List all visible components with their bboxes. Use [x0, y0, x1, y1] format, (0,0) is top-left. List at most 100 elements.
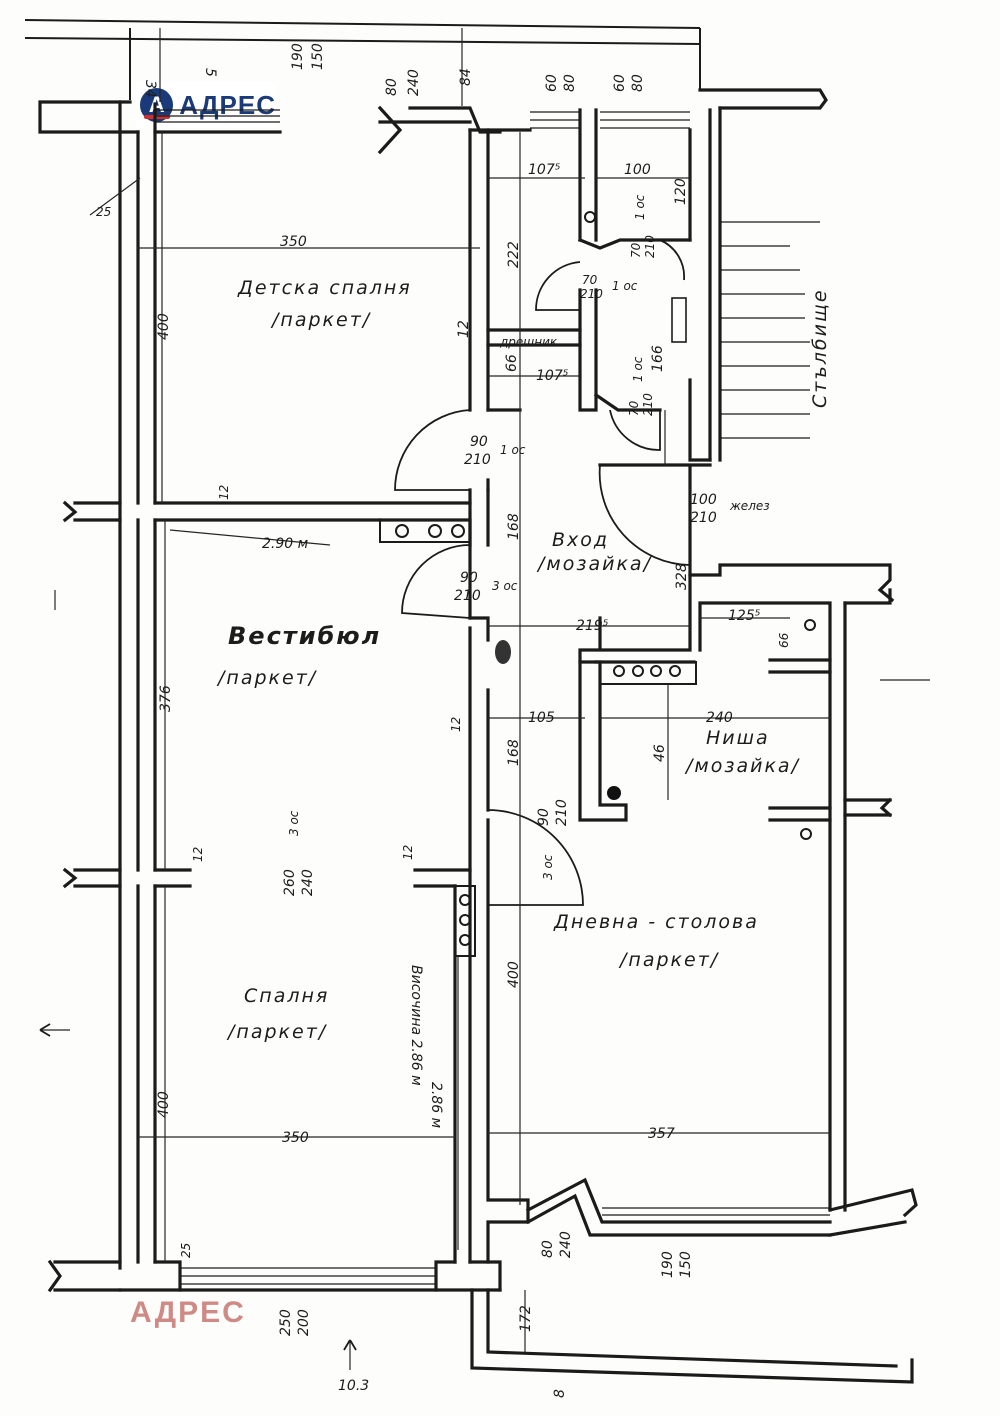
- room-children-bedroom-floor: /паркет/: [270, 309, 372, 331]
- door-wc2-height: 210: [580, 287, 603, 301]
- dim-top-5: 5: [202, 68, 218, 77]
- dim-400-mid: 400: [506, 961, 522, 988]
- door-living-height: 210: [554, 799, 570, 826]
- dim-120: 120: [673, 178, 689, 205]
- door-wc1-height: 210: [643, 235, 657, 258]
- door-wc2-type: 1 ос: [612, 279, 638, 293]
- door-child-width: 90: [470, 434, 488, 450]
- note-width: 2.90 м: [262, 536, 309, 552]
- dim-top-34: 34: [142, 80, 158, 98]
- door-entry-width: 100: [690, 492, 717, 508]
- dim-172: 172: [518, 1305, 534, 1332]
- dim-166: 166: [650, 345, 666, 372]
- dim-12-b: 12: [217, 485, 231, 500]
- room-bedroom-floor: /паркет/: [226, 1021, 328, 1043]
- door-wc2-width: 70: [582, 273, 598, 287]
- arrow-icons: [39, 1023, 357, 1351]
- room-living: Дневна - столова: [553, 911, 759, 933]
- room-bedroom: Спалня: [244, 985, 329, 1007]
- room-labels: Детска спалня /паркет/ Вестибюл /паркет/…: [216, 277, 831, 1043]
- dim-222: 222: [506, 241, 522, 268]
- dim-168-b: 168: [506, 739, 522, 766]
- dim-8: 8: [552, 1389, 568, 1398]
- dim-win-top2-a: 60: [544, 74, 560, 92]
- door-wc3-height: 210: [641, 393, 655, 416]
- dim-350-top: 350: [280, 234, 307, 250]
- door-vest-type: 3 ос: [492, 579, 518, 593]
- dim-25-low: 25: [179, 1243, 193, 1258]
- dim-168-a: 168: [506, 513, 522, 540]
- fixtures: [379, 211, 816, 957]
- door-wc1-width: 70: [629, 242, 643, 258]
- dim-66: 66: [504, 354, 520, 372]
- stairs: [720, 221, 820, 439]
- dim-win-top3-a: 60: [612, 74, 628, 92]
- watermark: АДРЕС: [130, 1296, 246, 1329]
- dim-46: 46: [652, 744, 668, 762]
- door-bedroom-height: 240: [300, 869, 316, 896]
- dim-win-top3-b: 80: [630, 74, 646, 92]
- door-living-width: 90: [536, 808, 552, 826]
- door-swings: [394, 239, 691, 906]
- dim-win-low1-a: 250: [278, 1309, 294, 1336]
- door-entry-type: желез: [729, 499, 770, 513]
- door-bedroom-type: 3 ос: [287, 810, 301, 836]
- dim-win-low2-b: 150: [678, 1251, 694, 1278]
- dim-100: 100: [624, 162, 651, 178]
- dim-door-low-a: 80: [540, 1240, 556, 1258]
- dim-25-top: 25: [96, 205, 111, 219]
- outer-walls: [24, 19, 918, 1384]
- dim-107-5b: 107⁵: [536, 368, 569, 384]
- door-child-type: 1 ос: [500, 443, 526, 457]
- room-children-bedroom: Детска спалня: [237, 277, 412, 299]
- dim-400-low: 400: [156, 1091, 172, 1118]
- dim-door-top-b: 240: [406, 69, 422, 96]
- door-child-height: 210: [464, 452, 491, 468]
- dim-357: 357: [648, 1126, 675, 1142]
- room-niche-floor: /мозайка/: [684, 755, 801, 777]
- dim-240: 240: [706, 710, 733, 726]
- door-wc1-type: 1 ос: [633, 194, 647, 220]
- door-wc3-type: 1 ос: [631, 356, 645, 382]
- logo-text: АДРЕС: [179, 89, 276, 120]
- dim-400-top: 400: [156, 313, 172, 340]
- door-vest-height: 210: [454, 588, 481, 604]
- dim-125-5: 125⁵: [728, 608, 761, 624]
- windows: [155, 109, 830, 1285]
- notes: Височина 2.86 м 2.86 м 2.90 м 10.3: [262, 536, 444, 1394]
- door-bedroom-width: 260: [282, 869, 298, 896]
- room-vestibule-floor: /паркет/: [216, 667, 318, 689]
- dim-219-5: 219⁵: [576, 618, 609, 634]
- dim-door-low-b: 240: [558, 1231, 574, 1258]
- room-vestibule: Вестибюл: [228, 622, 381, 650]
- door-labels: 70 210 1 ос 70 210 1 ос 70 210 1 ос 90 2…: [282, 194, 770, 896]
- room-stairs: Стълбище: [809, 288, 831, 408]
- dim-107-5: 107⁵: [528, 162, 561, 178]
- note-north-mark: 10.3: [338, 1378, 369, 1394]
- dim-350-low: 350: [282, 1130, 309, 1146]
- arrow-up-icon: [343, 1339, 357, 1351]
- door-wc3-width: 70: [627, 400, 641, 416]
- dim-328: 328: [674, 563, 690, 590]
- dim-win-top1-a: 190: [290, 43, 306, 70]
- room-entrance-floor: /мозайка/: [536, 553, 653, 575]
- dim-376: 376: [158, 685, 174, 712]
- dim-66-b: 66: [777, 632, 791, 648]
- note-ceiling-height-alt: 2.86 м: [428, 1082, 444, 1129]
- note-ceiling-height: Височина 2.86 м: [408, 965, 424, 1086]
- door-living-type: 3 ос: [541, 854, 555, 880]
- dim-door-top-a: 80: [384, 78, 400, 96]
- dim-12-c: 12: [191, 847, 205, 862]
- room-entrance: Вход: [552, 529, 609, 551]
- dim-win-top1-b: 150: [310, 43, 326, 70]
- dim-win-low2-a: 190: [660, 1251, 676, 1278]
- dim-12-d: 12: [401, 845, 415, 860]
- dim-12-a: 12: [456, 320, 472, 338]
- dimension-lines: [40, 28, 930, 1370]
- dimension-labels: 34 5 190 150 80 240 84 60 80 60 80 107⁵ …: [96, 43, 791, 1398]
- dim-105: 105: [528, 710, 555, 726]
- agency-logo: А АДРЕС: [136, 82, 276, 128]
- dim-top-84: 84: [458, 68, 474, 86]
- dim-win-low1-b: 200: [296, 1309, 312, 1336]
